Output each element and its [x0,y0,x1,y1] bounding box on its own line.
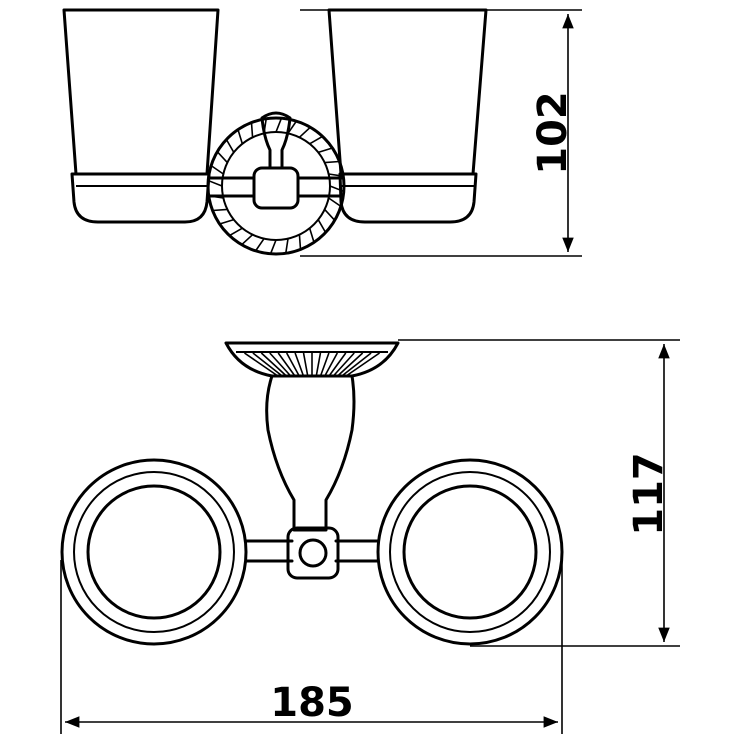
left-glass [62,8,220,224]
dimension-label-102: 102 [530,91,576,175]
plate-rib [320,352,330,376]
rosette-rib [275,117,283,133]
plate-rib [302,352,309,376]
rosette-rib [328,173,344,178]
rosette-rib [269,239,277,255]
rosette-rib [328,197,342,208]
rosette-rib [317,219,327,233]
plate-rib [294,352,304,376]
hub [286,526,340,580]
dimension-width: 185 [60,560,563,734]
arms [244,539,380,563]
rosette-rib [308,227,315,243]
rosette-rib [324,160,340,164]
rosette-rib [207,179,223,187]
top-rosette-plate [224,341,400,378]
stem [265,374,356,532]
rosette-rib [309,135,323,145]
mount-hook [232,111,320,220]
dimension-label-117: 117 [626,452,672,536]
plate-rib [260,352,286,376]
rosette-rib [317,147,333,154]
plate-rib [285,352,300,376]
plate-rib [252,352,282,376]
plate-rib [243,352,277,376]
rosette-rib [225,139,235,153]
rosette-rib [298,234,302,250]
rosette-rib [324,208,336,221]
side-view: 102 [62,8,582,257]
rosette-rib [219,218,235,225]
wall-rosette [206,116,346,256]
rosette-rib [298,126,311,138]
plate-rib [269,352,291,376]
right-glass [327,8,488,224]
plate-rib [342,352,372,376]
front-view: 117 185 [60,339,680,734]
rosette-rib [208,194,224,199]
plate-rib [333,352,355,376]
dimension-height-front: 117 [398,339,680,647]
rosette-rib [329,185,345,193]
rosette-rib [250,122,254,138]
left-ring [60,458,248,646]
plate-rib [338,352,364,376]
right-ring [376,458,564,646]
dimension-height-top: 102 [300,9,582,257]
plate-rib [324,352,339,376]
plate-rib [329,352,347,376]
rosette-rib [210,164,224,175]
rosette-rib [212,208,228,212]
dimension-label-185: 185 [270,680,354,726]
plate-rib [347,352,381,376]
rosette-rib [237,129,244,145]
rosette-rib [254,238,265,252]
plate-rib [277,352,295,376]
rosette-rib [216,151,228,164]
rosette-rib [241,234,254,246]
plate-rib [315,352,322,376]
rosette-rib [229,227,243,237]
rosette-rib [284,238,289,254]
